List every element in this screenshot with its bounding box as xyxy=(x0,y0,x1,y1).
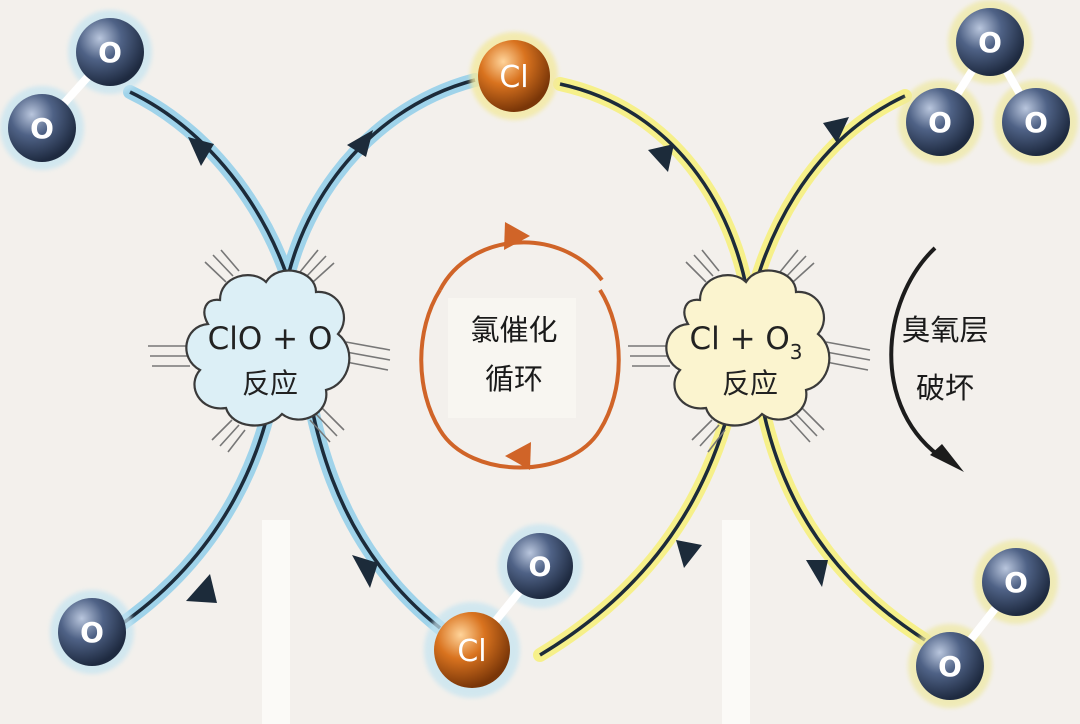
cycle-arc-bottom xyxy=(419,288,621,470)
background-stripe xyxy=(722,520,750,724)
arrow-up-left xyxy=(188,137,214,166)
left-burst-lines xyxy=(148,249,391,453)
oxygen-atom xyxy=(1002,88,1070,156)
right-formula-subscript: 3 xyxy=(790,340,803,364)
depletion-arc xyxy=(889,246,947,462)
oxygen-atom xyxy=(76,18,144,86)
arrow-down-left xyxy=(823,117,849,143)
left-reaction-label: 反应 xyxy=(242,367,298,400)
oxygen-label: O xyxy=(98,36,122,69)
left-cloud-shape xyxy=(185,269,351,427)
cycle-arrow-bottom xyxy=(505,442,531,470)
cycle-arrow-top xyxy=(504,222,530,250)
oxygen-atom xyxy=(507,533,573,599)
oxygen-label: O xyxy=(928,106,952,139)
right-cloud-shape xyxy=(665,269,831,427)
cycle-label-line2: 循环 xyxy=(485,362,543,396)
arrow-down-right xyxy=(648,144,674,172)
arrow-up-bottom-right xyxy=(352,555,378,588)
chlorine-atom xyxy=(478,40,550,112)
oxygen-label: O xyxy=(30,112,54,145)
oxygen-label: O xyxy=(1024,106,1048,139)
left-reaction-formula: ClO + O xyxy=(208,321,333,357)
clo-molecule-bottom: O Cl xyxy=(424,524,582,698)
oxygen-atom xyxy=(8,94,76,162)
depletion-arrow xyxy=(930,444,964,472)
arrow-down-bottom-left xyxy=(676,540,702,568)
right-formula-base: Cl + O xyxy=(689,321,789,357)
oxygen-atom xyxy=(956,8,1024,76)
right-reaction-cloud: Cl + O3 反应 xyxy=(628,249,871,453)
cycle-label-line1: 氯催化 xyxy=(470,313,557,347)
chlorine-label: Cl xyxy=(499,60,528,95)
arrow-up-bottom-left xyxy=(186,574,217,603)
oxygen-atom-bottom-left: O xyxy=(50,590,134,674)
depletion-label-line1: 臭氧层 xyxy=(901,313,988,347)
chlorine-label: Cl xyxy=(457,634,486,669)
chlorine-atom-top: Cl xyxy=(470,32,558,120)
o3-molecule-top-right: O O O xyxy=(898,0,1078,164)
oxygen-atom xyxy=(982,548,1050,616)
oxygen-label: O xyxy=(1004,566,1028,599)
right-reaction-formula: Cl + O3 xyxy=(689,321,802,364)
ozone-depletion-note: 臭氧层 破坏 xyxy=(889,246,989,472)
oxygen-label: O xyxy=(978,26,1002,59)
depletion-label-line2: 破坏 xyxy=(916,371,974,405)
arrow-up-right xyxy=(347,130,373,157)
o2-molecule-top-left: O O xyxy=(0,10,152,170)
center-cycle: 氯催化 循环 xyxy=(419,222,621,470)
cycle-label-bg xyxy=(448,298,576,418)
oxygen-atom xyxy=(916,632,984,700)
arrow-down-bottom-right xyxy=(806,560,828,587)
oxygen-atom xyxy=(906,88,974,156)
oxygen-label: O xyxy=(529,552,552,583)
oxygen-label: O xyxy=(938,650,962,683)
oxygen-atom xyxy=(58,598,126,666)
right-burst-lines xyxy=(628,249,871,453)
oxygen-label: O xyxy=(80,616,104,649)
chlorine-atom xyxy=(434,612,510,688)
right-reaction-label: 反应 xyxy=(722,367,778,400)
left-reaction-cloud: ClO + O 反应 xyxy=(148,249,391,453)
background-stripe xyxy=(262,520,290,724)
o2-molecule-bottom-right: O O xyxy=(908,540,1058,708)
